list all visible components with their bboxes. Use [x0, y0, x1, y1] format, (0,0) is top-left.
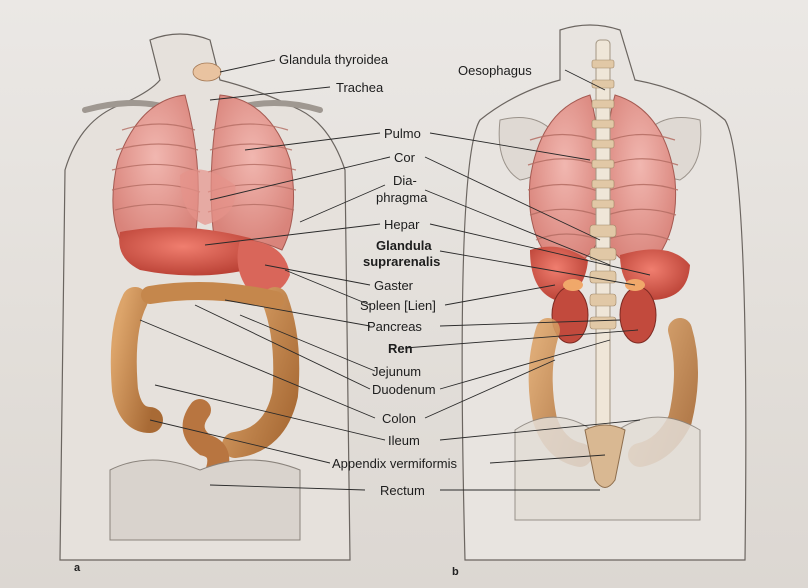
panel-letter-a: a — [74, 562, 80, 574]
label-cor: Cor — [394, 150, 415, 165]
label-colon: Colon — [382, 411, 416, 426]
label-ileum: Ileum — [388, 433, 420, 448]
label-glandula-suprarenalis-line2: suprarenalis — [363, 254, 440, 269]
label-ren: Ren — [388, 341, 413, 356]
label-hepar: Hepar — [384, 217, 419, 232]
label-diaphragma-line2: phragma — [376, 190, 427, 205]
label-diaphragma-line1: Dia- — [393, 173, 417, 188]
label-duodenum: Duodenum — [372, 382, 436, 397]
label-appendix-vermiformis: Appendix vermiformis — [332, 456, 457, 471]
panel-letter-b: b — [452, 566, 459, 578]
label-jejunum: Jejunum — [372, 364, 421, 379]
label-spleen: Spleen [Lien] — [360, 298, 436, 313]
label-trachea: Trachea — [336, 80, 383, 95]
label-rectum: Rectum — [380, 483, 425, 498]
label-pulmo: Pulmo — [384, 126, 421, 141]
label-glandula-suprarenalis-line1: Glandula — [376, 238, 432, 253]
label-oesophagus: Oesophagus — [458, 63, 532, 78]
label-gaster: Gaster — [374, 278, 413, 293]
label-pancreas: Pancreas — [367, 319, 422, 334]
label-glandula-thyroidea: Glandula thyroidea — [279, 52, 388, 67]
